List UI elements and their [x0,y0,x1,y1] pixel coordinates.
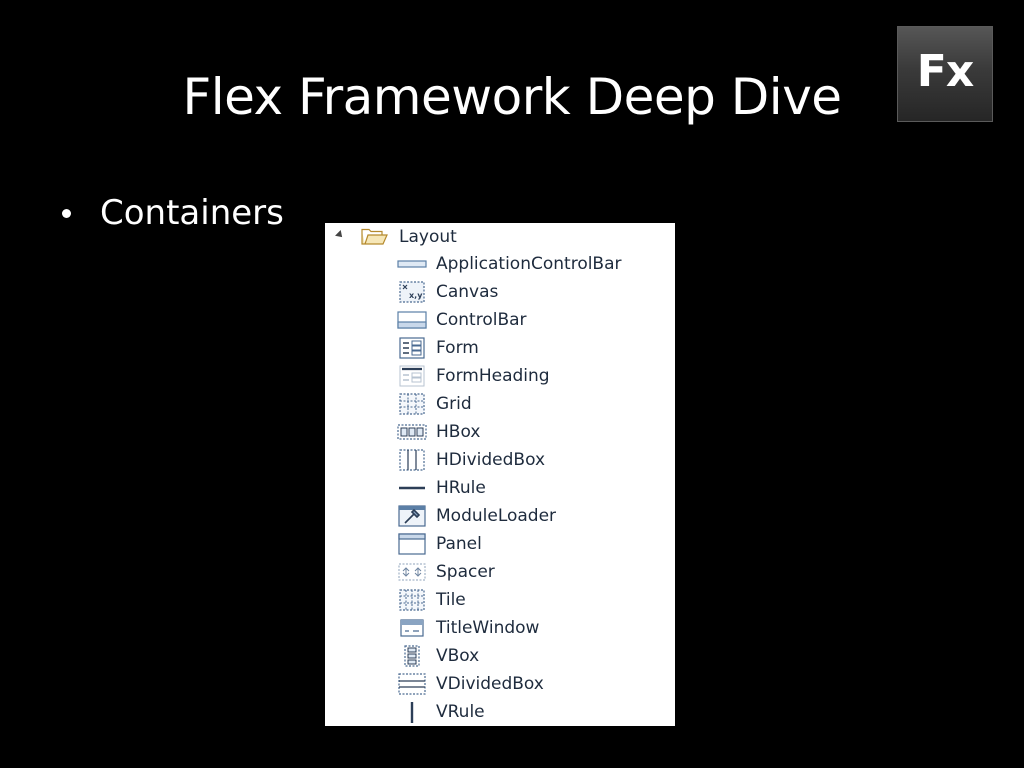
expand-arrow-icon[interactable] [335,230,345,240]
tree-item-label: Grid [436,394,472,414]
tree-item-label: VRule [436,702,485,722]
tree-item-hrule[interactable]: HRule [325,475,675,503]
grid-icon [399,393,425,415]
panel-icon [398,533,426,555]
tree-item-form-heading[interactable]: FormHeading [325,363,675,391]
tree-item-label: Canvas [436,282,499,302]
tree-item-control-bar[interactable]: ControlBar [325,307,675,335]
tile-icon [399,589,425,611]
tree-item-label: HRule [436,478,486,498]
tree-item-label: VBox [436,646,480,666]
hbox-icon [397,424,427,440]
hrule-icon [399,486,425,490]
application-control-bar-icon [397,260,427,268]
tree-item-tile[interactable]: Tile [325,587,675,615]
tree-item-label: ModuleLoader [436,506,557,526]
tree-item-vrule[interactable]: VRule [325,699,675,727]
component-tree: Layout ApplicationControlBar x,y Canvas [325,223,675,726]
flex-logo-text: Fx [916,45,974,97]
tree-item-label: HBox [436,422,481,442]
tree-item-label: Panel [436,534,482,554]
tree-node-label: Layout [399,227,457,247]
tree-item-label: VDividedBox [436,674,544,694]
tree-item-vdivided-box[interactable]: VDividedBox [325,671,675,699]
spacer-icon [398,563,426,581]
tree-item-hbox[interactable]: HBox [325,419,675,447]
tree-item-hdivided-box[interactable]: HDividedBox [325,447,675,475]
bullet-item: Containers [62,191,284,235]
tree-item-label: HDividedBox [436,450,546,470]
form-heading-icon [399,365,425,387]
canvas-icon: x,y [399,281,425,303]
svg-text:x,y: x,y [409,291,423,300]
tree-item-label: ControlBar [436,310,527,330]
tree-item-spacer[interactable]: Spacer [325,559,675,587]
tree-item-panel[interactable]: Panel [325,531,675,559]
form-icon [399,337,425,359]
tree-item-label: Tile [436,590,466,610]
tree-item-label: ApplicationControlBar [436,254,622,274]
bullet-dot-icon [62,208,71,218]
vbox-icon [404,645,420,667]
tree-item-label: Form [436,338,479,358]
folder-open-icon [361,228,388,245]
hdivided-box-icon [399,449,425,471]
tree-item-label: TitleWindow [436,618,540,638]
tree-item-canvas[interactable]: x,y Canvas [325,279,675,307]
tree-item-title-window[interactable]: TitleWindow [325,615,675,643]
tree-item-form[interactable]: Form [325,335,675,363]
vdivided-box-icon [398,673,426,695]
control-bar-icon [397,311,427,329]
tree-item-application-control-bar[interactable]: ApplicationControlBar [325,251,675,279]
tree-item-grid[interactable]: Grid [325,391,675,419]
tree-item-module-loader[interactable]: ModuleLoader [325,503,675,531]
slide-title: Flex Framework Deep Dive [182,68,842,126]
flex-logo: Fx [897,26,993,122]
tree-node-layout[interactable]: Layout [325,223,675,249]
tree-item-label: FormHeading [436,366,550,386]
bullet-text: Containers [100,193,284,233]
vrule-icon [410,702,414,723]
title-window-icon [400,619,424,637]
module-loader-icon [398,505,426,527]
tree-item-label: Spacer [436,562,495,582]
tree-item-vbox[interactable]: VBox [325,643,675,671]
